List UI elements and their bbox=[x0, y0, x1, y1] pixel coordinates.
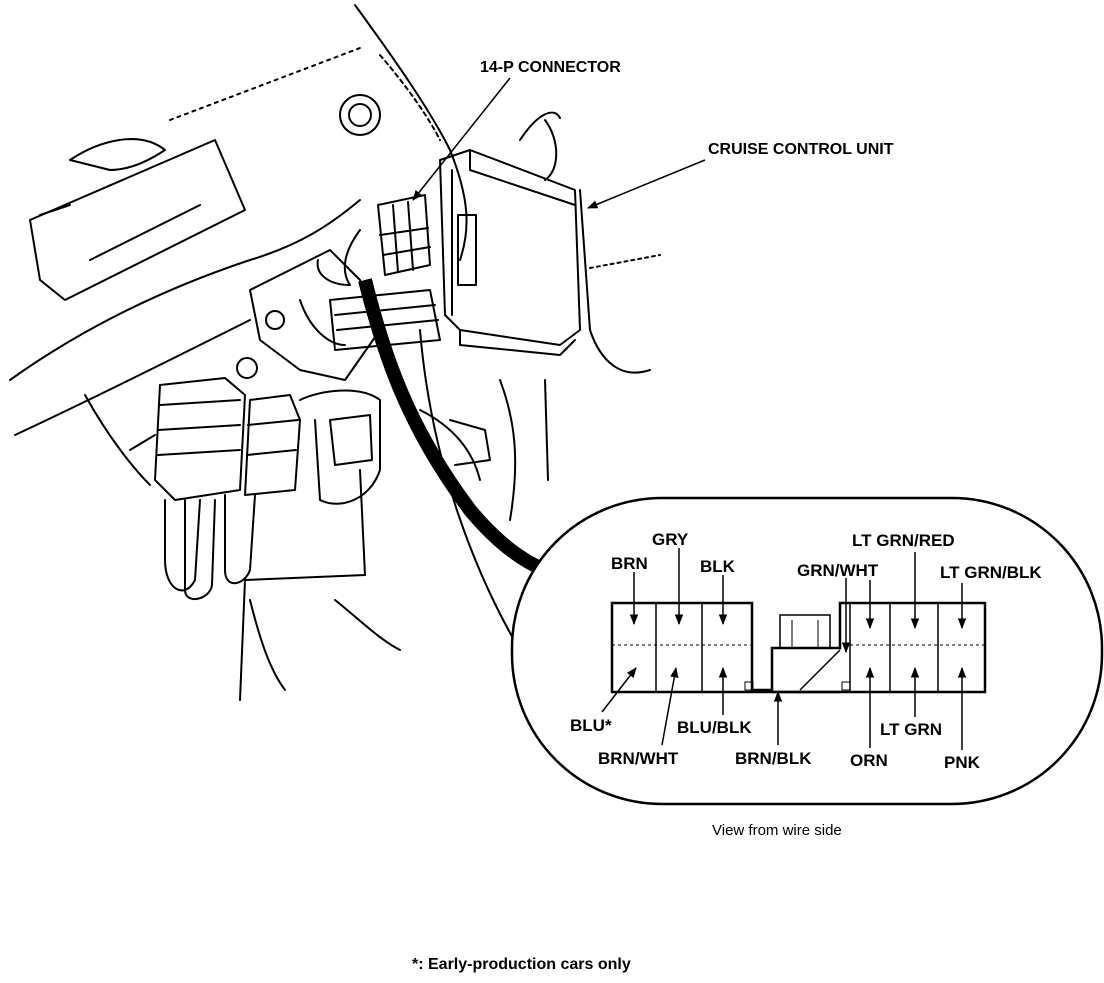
wire-label-blu: BLU* bbox=[570, 716, 612, 735]
pin-leaders bbox=[601, 548, 967, 750]
wire-labels: BRN GRY BLK GRN/WHT LT GRN/RED LT GRN/BL… bbox=[570, 530, 1042, 772]
wire-label-grn-wht: GRN/WHT bbox=[797, 561, 879, 580]
wire-label-brn-wht: BRN/WHT bbox=[598, 749, 679, 768]
wire-harness bbox=[358, 278, 548, 577]
connector-detail-frame bbox=[510, 496, 1104, 806]
wire-label-blu-blk: BLU/BLK bbox=[677, 718, 752, 737]
wire-label-lt-grn-blk: LT GRN/BLK bbox=[940, 563, 1042, 582]
wire-label-brn: BRN bbox=[611, 554, 648, 573]
footnote: *: Early-production cars only bbox=[412, 956, 631, 973]
wire-label-blk: BLK bbox=[700, 557, 736, 576]
wire-label-lt-grn: LT GRN bbox=[880, 720, 942, 739]
wire-label-orn: ORN bbox=[850, 751, 888, 770]
wire-label-gry: GRY bbox=[652, 530, 689, 549]
wire-label-lt-grn-red: LT GRN/RED bbox=[852, 531, 955, 550]
cruise-unit-callout-label: CRUISE CONTROL UNIT bbox=[708, 141, 894, 158]
cruise-unit-callout-leader bbox=[587, 159, 706, 209]
wire-label-pnk: PNK bbox=[944, 753, 981, 772]
vehicle-line-art bbox=[9, 4, 661, 701]
connector-callout-label: 14-P CONNECTOR bbox=[480, 59, 621, 76]
wire-label-brn-blk: BRN/BLK bbox=[735, 749, 812, 768]
connector-callout-leader bbox=[412, 77, 511, 201]
view-caption: View from wire side bbox=[712, 822, 842, 839]
connector-face bbox=[610, 601, 987, 694]
